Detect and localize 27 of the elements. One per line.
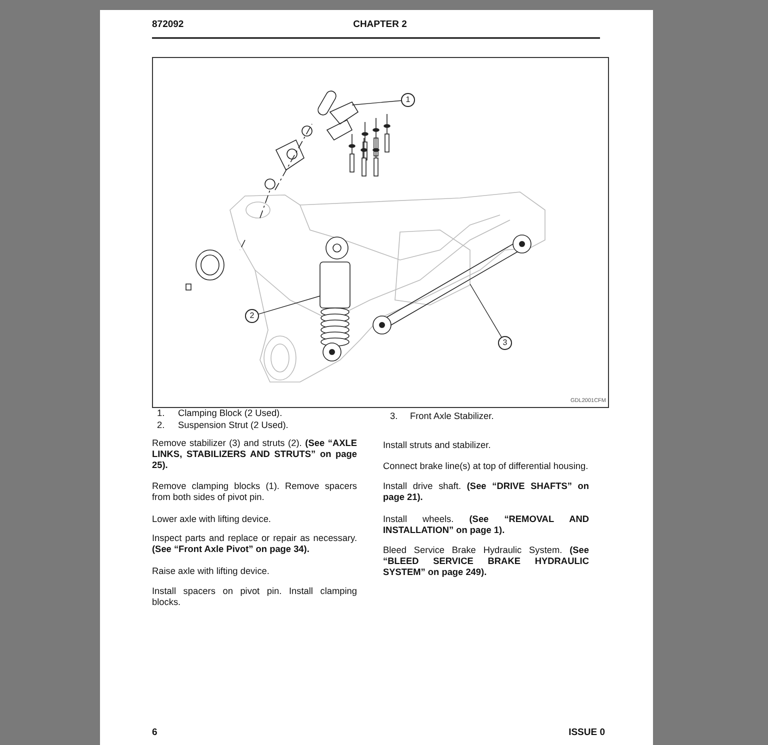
instruction-text: Remove stabilizer (3) and struts (2). (See “AXLE LINKS, STABILIZERS AND STRUTS” on page 25). — [152, 438, 357, 471]
chapter-heading: CHAPTER 2 — [352, 19, 408, 30]
page-number: 6 — [152, 727, 158, 738]
instruction-text: Raise axle with lifting device. — [152, 566, 270, 577]
part-description: Clamping Block (2 Used). — [178, 408, 282, 419]
leader-line — [352, 100, 402, 106]
leader-line — [470, 284, 502, 338]
part-description: Suspension Strut (2 Used). — [178, 420, 288, 431]
clamping-block-drawing — [326, 101, 359, 141]
issue-number: ISSUE 0 — [568, 727, 605, 738]
stabilizer-bar-drawing — [372, 234, 532, 334]
leader-line — [258, 296, 320, 314]
instruction-text: Remove clamping blocks (1). Remove spacers from both sides of pivot pin. — [152, 481, 357, 503]
list-number: 3. — [390, 411, 398, 422]
suspension-strut-drawing — [320, 236, 350, 362]
instruction-text: Install drive shaft. (See “DRIVE SHAFTS” on page 21). — [383, 481, 589, 503]
list-number: 1. — [157, 408, 165, 419]
document-number: 872092 — [152, 19, 184, 30]
instruction-text: Install spacers on pivot pin. Install clamping blocks. — [152, 586, 357, 608]
instruction-text: Connect brake line(s) at top of differential housing. — [383, 461, 590, 472]
list-number: 2. — [157, 420, 165, 431]
instruction-text: Inspect parts and replace or repair as necessary. (See “Front Axle Pivot” on page 34). — [152, 533, 357, 555]
part-description: Front Axle Stabilizer. — [410, 411, 494, 422]
instruction-text: Install struts and stabilizer. — [383, 440, 492, 451]
instruction-text: Lower axle with lifting device. — [152, 514, 272, 525]
instruction-text: Install wheels. (See “REMOVAL AND INSTALLATION” on page 1). — [383, 514, 589, 536]
instruction-text: Bleed Service Brake Hydraulic System. (See “BLEED SERVICE BRAKE HYDRAULIC SYSTEM” on page 249). — [383, 545, 589, 578]
